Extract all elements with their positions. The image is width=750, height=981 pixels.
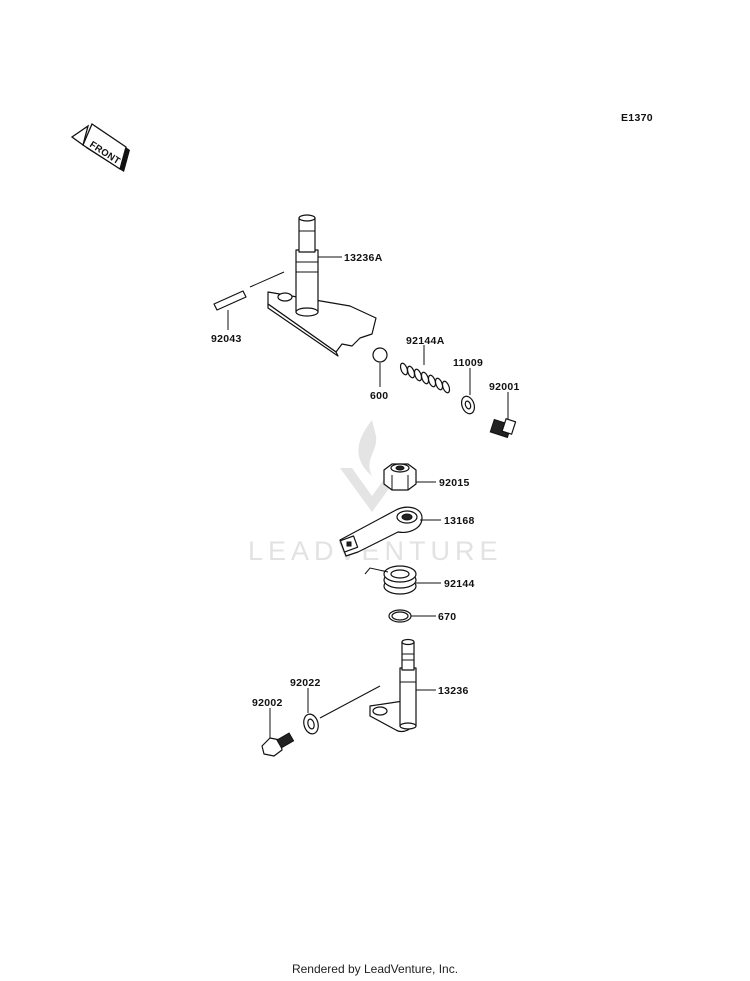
shaft-lever-icon <box>369 638 417 733</box>
label-92144[interactable]: 92144 <box>444 578 475 590</box>
watermark: LEADVENTURE <box>248 420 498 566</box>
diagram-code: E1370 <box>621 112 653 124</box>
arm-icon <box>339 506 423 557</box>
coil-spring-icon <box>399 362 451 394</box>
shaft-lever-icon <box>267 214 377 357</box>
label-11009[interactable]: 11009 <box>453 357 483 369</box>
front-arrow-icon: FRONT <box>70 123 130 172</box>
washer-icon <box>303 685 381 735</box>
ball-icon <box>372 347 388 363</box>
part-labels: 13236A 92043 92144A 600 11009 92001 9201… <box>211 252 520 709</box>
leader-lines <box>227 256 509 738</box>
label-92001[interactable]: 92001 <box>489 381 520 393</box>
label-13236[interactable]: 13236 <box>438 685 469 697</box>
pin-icon <box>213 271 285 311</box>
bolt-icon <box>489 418 517 439</box>
label-13168[interactable]: 13168 <box>444 515 475 527</box>
washer-icon <box>460 395 476 415</box>
label-92015[interactable]: 92015 <box>439 477 470 489</box>
nut-icon <box>383 463 417 491</box>
torsion-spring-icon <box>364 565 417 595</box>
label-92043[interactable]: 92043 <box>211 333 242 345</box>
label-92022[interactable]: 92022 <box>290 677 321 689</box>
label-13236A[interactable]: 13236A <box>344 252 383 264</box>
label-92002[interactable]: 92002 <box>252 697 283 709</box>
bolt-icon <box>261 732 295 757</box>
footer-credit: Rendered by LeadVenture, Inc. <box>291 962 459 976</box>
label-670[interactable]: 670 <box>438 611 456 623</box>
o-ring-icon <box>388 609 412 623</box>
label-600[interactable]: 600 <box>370 390 388 402</box>
label-92144A[interactable]: 92144A <box>406 335 445 347</box>
